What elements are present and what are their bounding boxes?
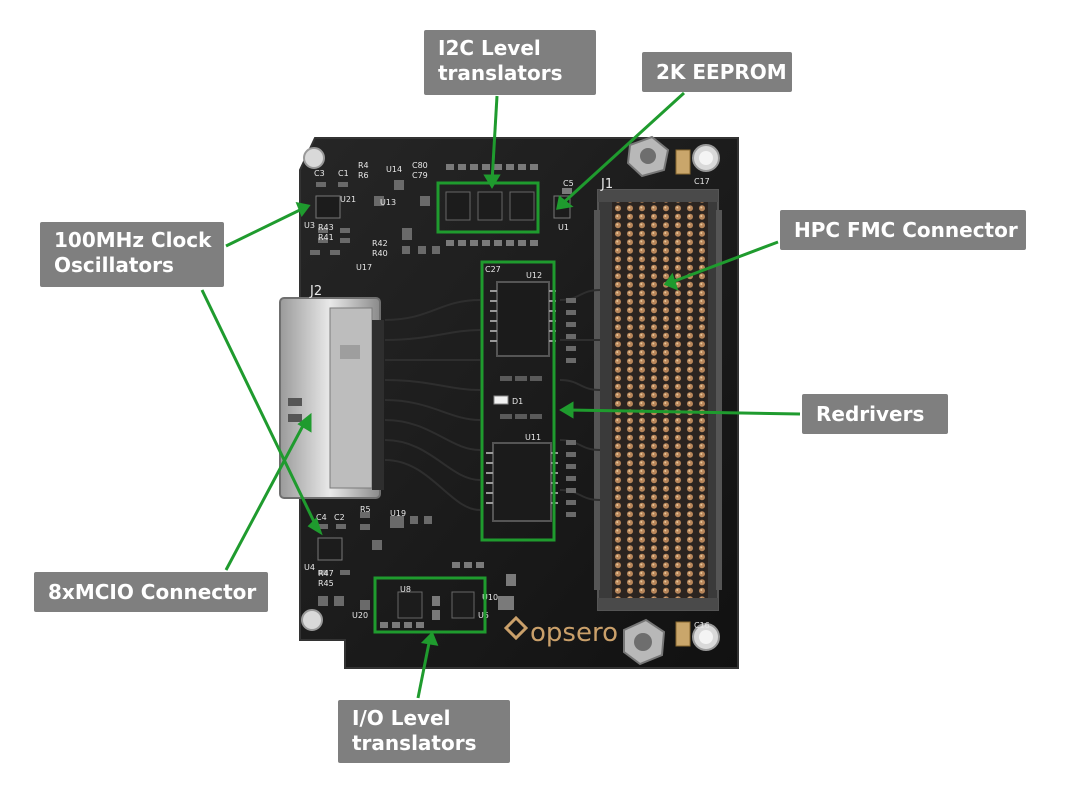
silk-u20: U20 <box>352 611 368 620</box>
silk-c80: C80 <box>412 161 428 170</box>
mounting-hole-left-bottom <box>301 609 323 631</box>
opsero-logo: opsero <box>503 615 618 648</box>
callout-i2c-line-2: translators <box>438 61 563 85</box>
silk-r40: R40 <box>372 249 388 258</box>
leader-clock-top <box>225 206 305 248</box>
callout-mcio-line-1: 8xMCIO Connector <box>48 580 257 604</box>
silk-c17: C17 <box>694 177 710 186</box>
leader-eeprom <box>560 91 686 206</box>
silk-c1: C1 <box>338 169 349 178</box>
silk-u21: U21 <box>340 195 356 204</box>
callout-2k-eeprom: 2K EEPROM <box>642 52 792 92</box>
hpc-fmc-connector-pins <box>612 200 708 600</box>
highlight-redrivers <box>480 260 556 542</box>
silk-u12: U12 <box>526 271 542 280</box>
silkscreen-labels: J1 J2 C17 C16 C5 C27 U1 U3 U4 U11 U12 U1… <box>304 161 710 630</box>
i2c-translator-chips <box>445 191 535 221</box>
silk-u14: U14 <box>386 165 402 174</box>
silk-u11: U11 <box>525 433 541 442</box>
callout-i2c-line-1: I2C Level <box>438 36 541 60</box>
callout-io-line-2: translators <box>352 731 477 755</box>
silk-d1: D1 <box>512 397 523 406</box>
connector-side-teeth <box>594 210 722 590</box>
callout-i2c-level-translators: I2C Level translators <box>424 30 596 95</box>
silk-c5: C5 <box>563 179 574 188</box>
silk-r43: R43 <box>318 223 334 232</box>
leader-hpc <box>671 240 779 284</box>
silk-u17: U17 <box>356 263 372 272</box>
silk-u13: U13 <box>380 198 396 207</box>
callout-hpc-line-1: HPC FMC Connector <box>794 218 1018 242</box>
leader-lines <box>200 91 801 699</box>
silk-r45: R45 <box>318 579 334 588</box>
led-d1 <box>493 395 509 405</box>
redriver-capacitors <box>566 298 576 517</box>
capacitor-c17 <box>675 149 691 175</box>
silk-c4: C4 <box>316 513 327 522</box>
clock-oscillator-u3 <box>315 195 341 219</box>
silk-r6: R6 <box>358 171 369 180</box>
callout-clock-line-2: Oscillators <box>54 253 174 277</box>
silk-r47: R47 <box>318 569 334 578</box>
silk-c3: C3 <box>314 169 325 178</box>
silk-j1: J1 <box>600 177 613 192</box>
silk-u4: U4 <box>304 563 315 572</box>
leader-clock-bottom <box>200 289 320 531</box>
silk-u8: U8 <box>400 585 411 594</box>
highlight-boxes <box>373 181 556 634</box>
callout-8xmcio-connector: 8xMCIO Connector <box>34 572 268 612</box>
center-passives <box>500 376 542 419</box>
highlight-i2c <box>436 181 540 234</box>
silk-u19: U19 <box>390 509 406 518</box>
highlight-io <box>373 576 487 634</box>
leader-redrivers <box>567 408 801 416</box>
silk-u5: U5 <box>478 611 489 620</box>
callout-clock-line-1: 100MHz Clock <box>54 228 212 252</box>
callout-io-level-translators: I/O Level translators <box>338 700 510 763</box>
leader-i2c <box>490 95 499 183</box>
callout-hpc-fmc-connector: HPC FMC Connector <box>780 210 1026 250</box>
leader-io <box>416 637 432 699</box>
callout-redrivers: Redrivers <box>802 394 948 434</box>
silk-u10: U10 <box>482 593 498 602</box>
silk-r42: R42 <box>372 239 388 248</box>
mounting-hole-left-top <box>303 147 325 169</box>
logo-text: opsero <box>530 618 618 648</box>
clock-oscillator-u4 <box>317 537 343 561</box>
leader-mcio <box>224 419 308 571</box>
callout-clock-oscillators: 100MHz Clock Oscillators <box>40 222 224 287</box>
silk-j2: J2 <box>309 284 322 299</box>
silk-u1: U1 <box>558 223 569 232</box>
callout-redrivers-line-1: Redrivers <box>816 402 925 426</box>
callout-eeprom-line-1: 2K EEPROM <box>656 60 787 84</box>
silk-c16: C16 <box>694 621 710 630</box>
silk-c27: C27 <box>485 265 501 274</box>
callout-io-line-1: I/O Level <box>352 706 451 730</box>
silk-r41: R41 <box>318 233 334 242</box>
io-translator-chips <box>397 591 475 619</box>
silk-r4: R4 <box>358 161 369 170</box>
redriver-chip-u11 <box>492 442 552 522</box>
pcb-traces <box>384 289 601 511</box>
silk-c79: C79 <box>412 171 428 180</box>
capacitor-c16 <box>675 621 691 647</box>
silk-u3: U3 <box>304 221 315 230</box>
clock-area-passives <box>310 180 440 610</box>
silk-c2: C2 <box>334 513 345 522</box>
silk-r5: R5 <box>360 505 371 514</box>
redriver-chip-u12 <box>496 281 550 357</box>
